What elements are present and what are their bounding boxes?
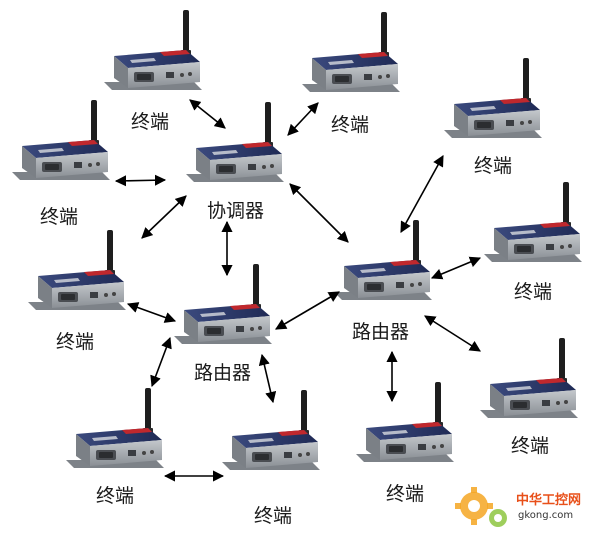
link-arrow — [126, 302, 177, 323]
node-label-terminal: 终端 — [131, 111, 169, 133]
router-device-2 — [334, 220, 432, 300]
node-label-terminal: 终端 — [474, 155, 512, 177]
link-arrow — [287, 102, 319, 136]
link-arrow — [258, 353, 277, 404]
router-device-1 — [174, 264, 272, 344]
terminal-device-7 — [480, 338, 578, 418]
terminal-device-1 — [104, 10, 202, 90]
links — [114, 99, 482, 482]
link-arrow — [400, 155, 444, 233]
gear-icon — [455, 487, 493, 525]
watermark: 中华工控网 gkong.com — [455, 487, 581, 527]
node-label-router: 路由器 — [352, 321, 409, 343]
terminal-device-8 — [66, 388, 164, 468]
terminal-device-4 — [12, 100, 110, 180]
terminal-device-3 — [444, 58, 542, 138]
node-label-router: 路由器 — [194, 362, 251, 384]
node-label-terminal: 终端 — [56, 331, 94, 353]
node-label-terminal: 终端 — [40, 206, 78, 228]
terminal-device-5 — [484, 182, 582, 262]
link-arrow — [189, 99, 226, 129]
link-arrow — [430, 256, 482, 280]
terminal-device-6 — [28, 230, 126, 310]
watermark-domain: gkong.com — [518, 510, 573, 521]
link-arrow — [114, 174, 167, 187]
link-arrow — [289, 183, 349, 243]
link-arrow — [141, 195, 187, 239]
node-label-terminal: 终端 — [511, 435, 549, 457]
node-label-terminal: 终端 — [386, 483, 424, 505]
terminal-device-2 — [302, 12, 400, 92]
gear-icon — [489, 509, 507, 527]
node-label-terminal: 终端 — [331, 114, 369, 136]
node-label-terminal: 终端 — [254, 505, 292, 527]
watermark-site-name: 中华工控网 — [516, 492, 581, 508]
link-arrow — [275, 291, 340, 330]
terminal-device-10 — [356, 382, 454, 462]
terminal-device-9 — [222, 390, 320, 470]
link-arrow — [150, 336, 172, 388]
coordinator-device — [186, 102, 284, 182]
node-label-terminal: 终端 — [96, 485, 134, 507]
node-label-coordinator: 协调器 — [207, 200, 264, 222]
link-arrow — [424, 315, 481, 352]
node-label-terminal: 终端 — [514, 281, 552, 303]
